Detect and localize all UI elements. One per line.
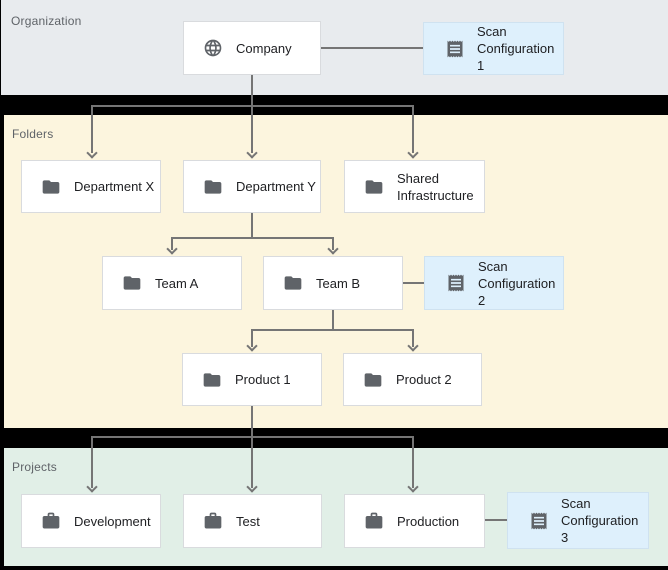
connector-to-team-b [332,237,334,250]
folder-icon [283,273,303,293]
organization-band-label: Organization [11,14,82,28]
connector-to-department-x [91,105,93,153]
connector-to-team-a [171,237,173,250]
receipt-icon [446,273,466,293]
connector-branch-products [251,329,414,331]
node-test: Test [183,494,322,548]
node-label: Test [236,513,260,529]
receipt-icon [445,39,465,59]
briefcase-icon [364,511,384,531]
connector-company-down [251,75,253,107]
folder-icon [122,273,142,293]
node-label: Product 2 [396,372,452,387]
node-label: Development [74,513,151,529]
node-label: Department Y [236,179,316,194]
connector-company-scan1 [321,47,423,49]
connector-team-b-scan2 [403,282,424,284]
node-development: Development [21,494,161,548]
connector-to-test [251,436,253,488]
folder-icon [203,177,223,197]
node-label: Company [236,40,292,56]
projects-band-label: Projects [12,460,57,474]
node-label: Department X [74,179,155,194]
node-department-y: Department Y [183,160,321,213]
connector-to-product-1 [251,329,253,347]
node-label: Team A [155,275,199,291]
briefcase-icon [41,511,61,531]
node-scan-configuration-2: Scan Configuration 2 [424,256,564,310]
node-scan-configuration-3: Scan Configuration 3 [507,492,649,549]
folder-icon [41,177,61,197]
folder-icon [363,370,383,390]
node-label: Scan Configuration 3 [561,496,639,545]
connector-branch-teams [171,237,334,239]
connector-product-1-down [251,406,253,438]
connector-to-production [412,436,414,488]
node-label: Scan Configuration 2 [478,258,556,308]
connector-production-scan3 [485,519,507,521]
connector-department-y-down [251,213,253,239]
connector-to-shared-infrastructure [412,105,414,153]
folders-band-label: Folders [12,127,54,141]
node-label: Shared Infrastructure [397,170,474,203]
receipt-icon [529,511,549,531]
node-label: Production [397,513,460,529]
node-production: Production [344,494,485,548]
node-team-b: Team B [263,256,403,310]
folder-icon [364,177,384,197]
folder-icon [202,370,222,390]
connector-to-department-y [251,105,253,153]
node-team-a: Team A [102,256,242,310]
node-company: Company [183,21,321,75]
node-label: Product 1 [235,372,291,387]
node-scan-configuration-1: Scan Configuration 1 [423,22,564,75]
briefcase-icon [203,511,223,531]
node-label: Scan Configuration 1 [477,24,555,73]
node-product-1: Product 1 [182,353,322,406]
globe-icon [203,38,223,58]
connector-to-development [91,436,93,488]
connector-team-b-down [332,310,334,331]
node-product-2: Product 2 [343,353,482,406]
connector-to-product-2 [412,329,414,347]
node-department-x: Department X [21,160,161,213]
node-shared-infrastructure: Shared Infrastructure [344,160,485,213]
node-label: Team B [316,275,361,291]
